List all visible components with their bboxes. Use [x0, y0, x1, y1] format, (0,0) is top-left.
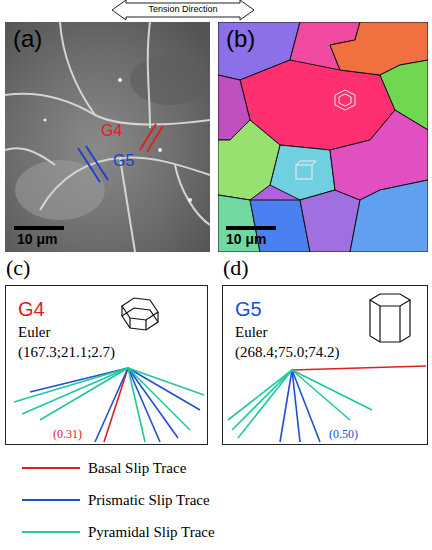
- trace-panel: (d)G5Euler(268.4;75.0;74.2)(0.50): [222, 285, 428, 445]
- legend-text: Pyramidal Slip Trace: [88, 524, 215, 541]
- euler-label: Euler: [235, 324, 267, 341]
- panel-label: (d): [223, 256, 249, 280]
- scale-label: 10 μm: [226, 232, 266, 247]
- schmid-factor: (0.50): [329, 428, 358, 441]
- euler-label: Euler: [18, 324, 50, 341]
- panel-label: (c): [6, 256, 30, 280]
- grain-label: G4: [101, 122, 122, 140]
- grain-label: G5: [113, 152, 134, 170]
- tension-label: Tension Direction: [148, 5, 217, 15]
- legend-text: Basal Slip Trace: [88, 460, 186, 477]
- ebsd-panel: (b) 10 μm: [218, 22, 428, 252]
- panel-label: (a): [13, 26, 42, 52]
- scale-label: 10 μm: [17, 232, 57, 247]
- trace-panel: (c)G4Euler(167.3;21.1;2.7)(0.31): [5, 285, 208, 445]
- sem-panel: (a) G4G5 10 μm: [5, 22, 210, 252]
- euler-angles: (167.3;21.1;2.7): [18, 344, 115, 361]
- euler-angles: (268.4;75.0;74.2): [235, 344, 340, 361]
- legend-text: Prismatic Slip Trace: [88, 492, 210, 509]
- panel-label: (b): [226, 26, 255, 52]
- schmid-factor: (0.31): [53, 428, 82, 441]
- grain-label: G4: [18, 298, 45, 320]
- grain-label: G5: [235, 298, 262, 320]
